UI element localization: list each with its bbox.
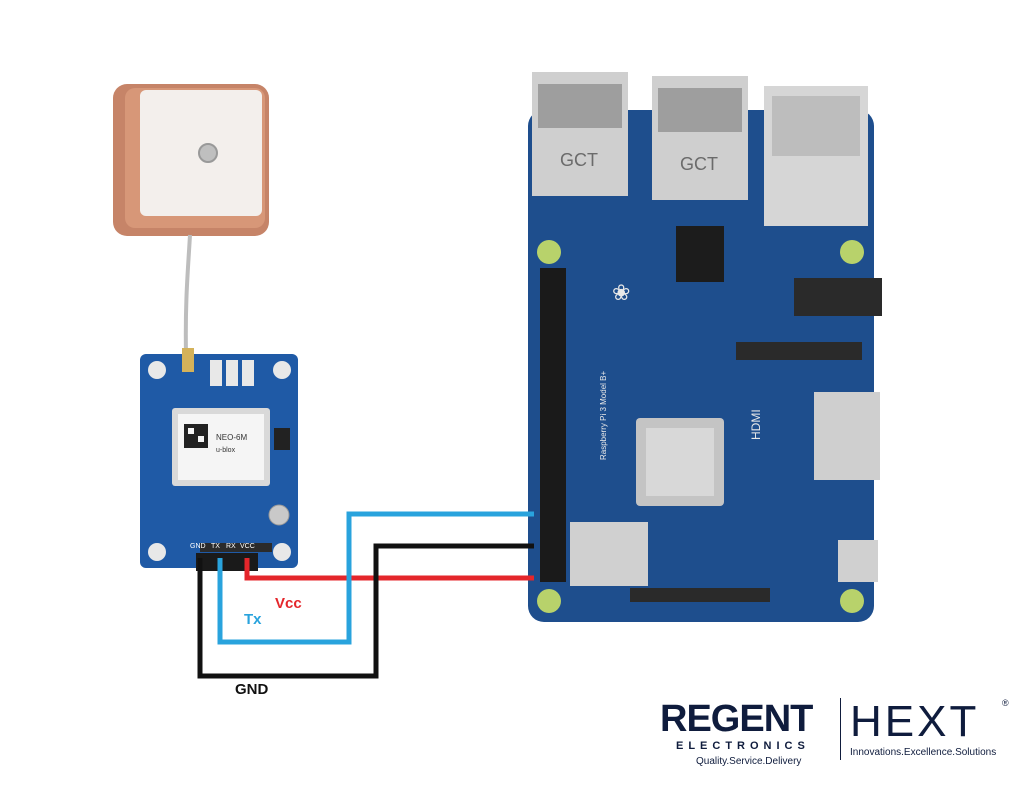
wires xyxy=(197,511,534,679)
hdmi-label: HDMI xyxy=(749,409,763,440)
hdmi-port xyxy=(814,392,880,480)
antenna-feed-pin xyxy=(198,143,218,163)
usb-label-2: GCT xyxy=(680,154,718,174)
hext-registered-mark: ® xyxy=(1002,698,1009,708)
antenna-cable xyxy=(183,234,192,356)
gps-module: NEO-6M u-blox GND TX RX VCC xyxy=(140,348,298,571)
gpio-header xyxy=(540,268,566,582)
wifi-module xyxy=(570,522,648,586)
pin-label-tx: TX xyxy=(211,543,220,550)
hext-logo-name: HEXT xyxy=(850,697,980,746)
chip-text-model: NEO-6M xyxy=(216,433,247,442)
pin-label-rx: RX xyxy=(226,543,236,550)
gps-header-pins xyxy=(196,553,258,571)
pin-label-vcc: VCC xyxy=(240,543,255,550)
display-connector xyxy=(736,342,862,360)
regent-logo-tagline: Quality.Service.Delivery xyxy=(696,756,802,767)
ufl-connector xyxy=(182,348,194,372)
raspberry-pi-board: GCT GCT HDMI Raspberry Pi 3 Model B+ ❀ xyxy=(528,72,882,622)
pi-pcb xyxy=(528,110,874,622)
vcc-label: Vcc xyxy=(275,595,302,612)
gnd-label: GND xyxy=(235,681,269,698)
regent-logo-name: REGENT xyxy=(660,698,813,740)
chip-text-brand: u-blox xyxy=(216,447,236,454)
micro-usb-power xyxy=(838,540,878,582)
tx-wire xyxy=(217,511,534,645)
gps-antenna xyxy=(113,84,269,356)
gnd-wire xyxy=(197,543,534,679)
usb-controller-chip xyxy=(676,226,724,282)
tx-label: Tx xyxy=(244,611,262,628)
qr-code xyxy=(184,424,208,448)
regent-electronics-logo: REGENT ELECTRONICS Quality.Service.Deliv… xyxy=(660,700,840,770)
raspberry-logo-icon: ❀ xyxy=(612,280,630,305)
gps-pin-header xyxy=(200,543,272,552)
camera-connector xyxy=(630,588,770,602)
board-model-text: Raspberry Pi 3 Model B+ xyxy=(599,371,608,460)
backup-battery xyxy=(268,504,290,526)
hext-logo: HEXT ® Innovations.Excellence.Solutions xyxy=(850,697,1015,760)
hext-logo-tagline: Innovations.Excellence.Solutions xyxy=(850,747,997,758)
logo-divider xyxy=(840,698,841,760)
vcc-wire xyxy=(244,558,534,581)
usb-label-1: GCT xyxy=(560,150,598,170)
audio-jack xyxy=(794,278,882,316)
regent-logo-sub: ELECTRONICS xyxy=(676,740,810,752)
pin-label-gnd: GND xyxy=(190,543,206,550)
